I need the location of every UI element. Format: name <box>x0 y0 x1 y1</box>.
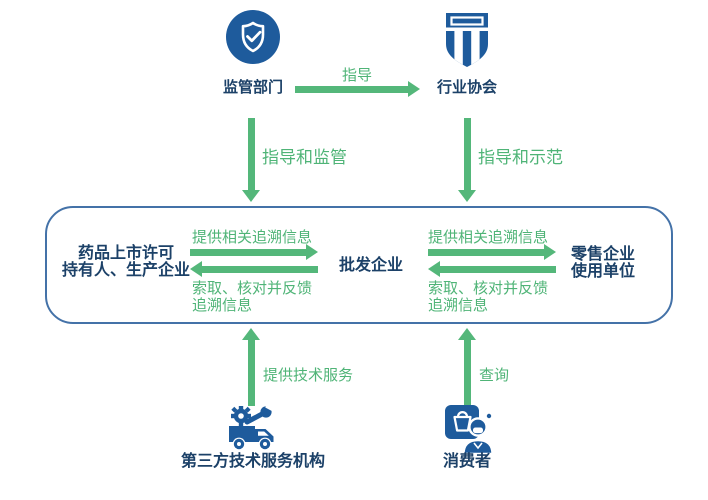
guidance-arrow-label: 指导 <box>341 67 372 84</box>
flow2-back-label: 索取、核对并反馈 追溯信息 <box>428 280 548 314</box>
wholesale-label: 批发企业 <box>338 257 403 274</box>
arrow-flow2-forward <box>428 244 556 260</box>
flow1-back-label-line2: 追溯信息 <box>192 297 253 314</box>
regulator-label: 监管部门 <box>222 79 283 96</box>
flow2-forward-label: 提供相关追溯信息 <box>428 229 549 246</box>
arrow-flow1-back <box>190 261 318 277</box>
badge-stripes-icon <box>443 11 491 69</box>
holder-label-line2: 持有人、生产企业 <box>61 262 190 279</box>
supply-chain-box <box>45 206 673 324</box>
arrow-tech-service <box>242 328 260 406</box>
guide-supervise-label: 指导和监管 <box>262 148 347 167</box>
consumer-label: 消费者 <box>442 453 491 470</box>
holder-label: 药品上市许可 持有人、生产企业 <box>52 245 200 279</box>
flow1-back-label: 索取、核对并反馈 追溯信息 <box>192 280 312 314</box>
arrow-guide-demo <box>458 118 476 202</box>
arrow-guidance <box>295 81 420 97</box>
flow2-back-label-line2: 追溯信息 <box>428 297 489 314</box>
guide-demo-label: 指导和示范 <box>478 148 563 167</box>
flow1-back-label-line1: 索取、核对并反馈 <box>192 280 313 297</box>
holder-label-line1: 药品上市许可 <box>77 245 174 262</box>
service-label: 第三方技术服务机构 <box>180 453 325 470</box>
retail-label: 零售企业 使用单位 <box>564 246 642 280</box>
arrow-flow1-forward <box>190 244 318 260</box>
tech-service-arrow-label: 提供技术服务 <box>263 367 354 384</box>
retail-label-line1: 零售企业 <box>570 246 635 263</box>
retail-label-line2: 使用单位 <box>570 263 635 280</box>
consumer-person-icon <box>443 400 494 456</box>
query-arrow-label: 查询 <box>479 367 510 384</box>
service-truck-icon <box>225 402 281 452</box>
arrow-guide-supervise <box>242 118 260 202</box>
association-label: 行业协会 <box>436 79 497 96</box>
arrow-query <box>458 328 476 406</box>
shield-check-icon <box>226 10 280 64</box>
flow2-back-label-line1: 索取、核对并反馈 <box>428 280 549 297</box>
arrow-flow2-back <box>428 261 556 277</box>
flow1-forward-label: 提供相关追溯信息 <box>192 229 313 246</box>
